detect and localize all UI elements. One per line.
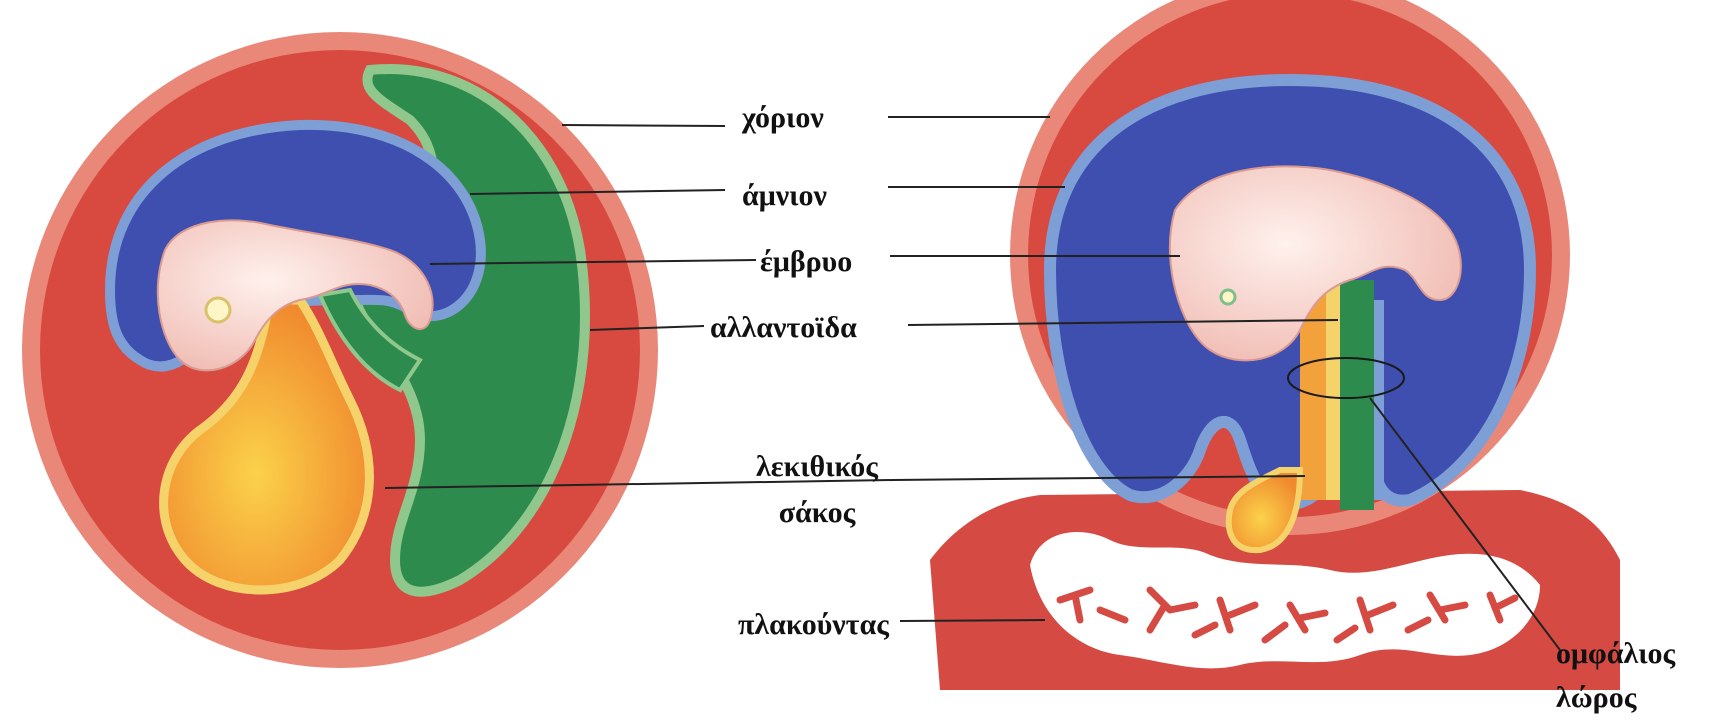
line-chorion-left [562,125,725,126]
cord-edge-band [1326,280,1340,500]
label-amnion: άμνιον [742,178,827,214]
right-embryo-eye [1221,290,1235,304]
label-umbilical-line1: ομφάλιος [1556,636,1675,672]
label-umbilical-line2: λώρος [1556,680,1636,716]
line-placenta [900,620,1045,621]
label-embryo: έμβρυο [760,244,852,280]
right-embryo-figure [930,0,1620,690]
cord-blue-band [1374,300,1384,500]
label-placenta: πλακούντας [738,607,889,643]
label-yolk-sac-line2: σάκος [732,495,902,531]
label-chorion: χόριον [742,100,824,136]
left-embryo-figure [22,32,658,668]
label-yolk-sac-line1: λεκιθικός [732,449,902,485]
left-embryo-eye [206,298,230,322]
label-allantois: αλλαντοϊδα [710,310,857,346]
cord-green-band [1340,280,1374,510]
